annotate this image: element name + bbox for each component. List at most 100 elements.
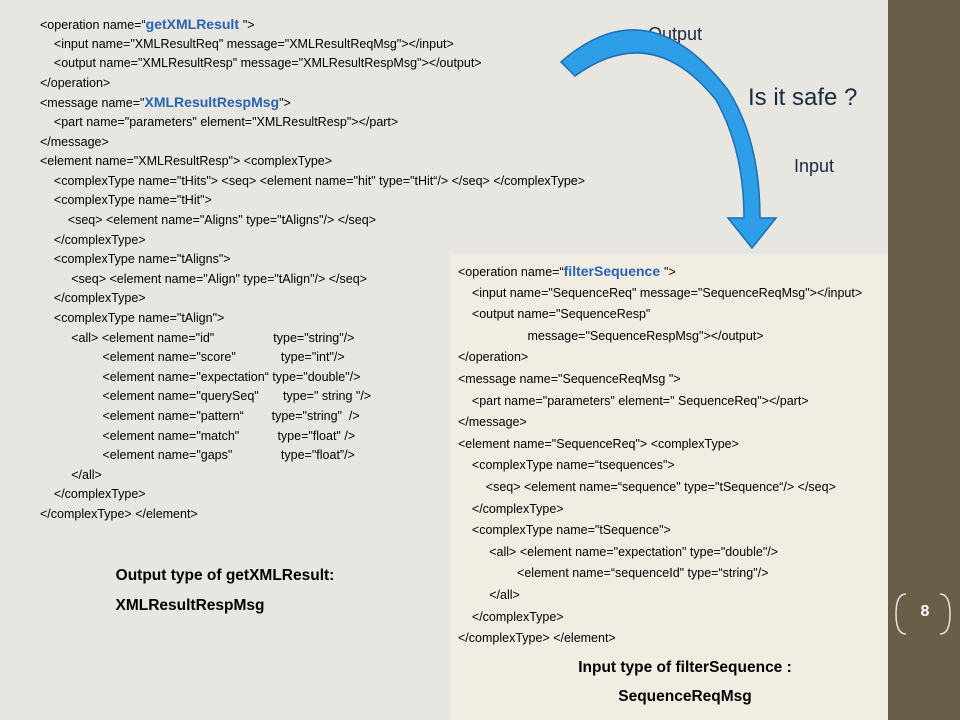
- code-text: <operation name=“: [40, 18, 146, 32]
- code-text: <complexType name="tSequence">: [458, 523, 671, 538]
- code-line: <input name="SequenceReq" message="Seque…: [458, 286, 862, 301]
- code-text: <element name=“sequenceId" type=“string"…: [458, 566, 769, 581]
- code-text: </complexType>: [458, 609, 564, 624]
- left-caption-line-1: Output type of getXMLResult:: [115, 567, 335, 584]
- code-line: <element name="match" type="float" />: [40, 428, 356, 444]
- code-text: <element name="expectation“ type="double…: [40, 369, 361, 384]
- code-line: <output name="XMLResultResp" message="XM…: [40, 56, 482, 71]
- right-caption-line-2: SequenceReqMsg: [618, 688, 752, 705]
- code-line: <part name="parameters" element="XMLResu…: [40, 115, 398, 130]
- code-line: <input name="XMLResultReq" message="XMLR…: [40, 37, 454, 52]
- code-text: </message>: [458, 415, 527, 430]
- input-label: Input: [794, 156, 835, 176]
- code-text: </operation>: [458, 350, 529, 365]
- code-text: <complexType name="tHit">: [40, 193, 212, 208]
- code-text: <element name="gaps" type="float”/>: [40, 448, 355, 463]
- code-line: <all> <element name="id" type="string"/>: [40, 331, 354, 346]
- page-number-brackets: [895, 593, 951, 635]
- code-text: <seq> <element name=“sequence" type="tSe…: [458, 480, 836, 494]
- curved-arrow-icon: [559, 29, 778, 250]
- code-line: </message>: [40, 135, 109, 150]
- code-line: <seq> <element name="Align" type="tAlign…: [40, 272, 367, 287]
- page-number: 8: [920, 603, 930, 620]
- code-text: <all> <element name="expectation" type="…: [458, 544, 779, 559]
- highlighted-name: XMLResultRespMsg: [144, 94, 280, 111]
- code-line: </operation>: [40, 76, 110, 91]
- highlighted-name: getXMLResult: [145, 16, 243, 32]
- code-line: <element name="expectation“ type="double…: [40, 369, 361, 385]
- code-text: <element name="match" type="float" />: [40, 428, 356, 443]
- code-text: <part name="parameters" element="XMLResu…: [40, 115, 399, 129]
- code-text: <complexType name="tHits"> <seq> <elemen…: [40, 173, 586, 188]
- code-line: <all> <element name="expectation" type="…: [458, 545, 778, 560]
- code-text: <output name="XMLResultResp" message="XM…: [40, 56, 482, 71]
- code-line: <element name="XMLResultResp"> <complexT…: [40, 154, 332, 169]
- code-text: <message name=": [40, 96, 145, 111]
- code-text: </complexType> </element>: [458, 631, 616, 646]
- code-text: ">: [242, 18, 255, 32]
- code-text: <operation name=“: [458, 265, 564, 279]
- code-line: <seq> <element name="Aligns" type="tAlig…: [40, 213, 376, 228]
- code-line: </complexType>: [40, 291, 146, 306]
- code-text: <complexType name="tAlign">: [40, 311, 225, 325]
- code-text: <input name="SequenceReq" message="Seque…: [458, 285, 863, 300]
- code-text: </all>: [40, 467, 102, 482]
- code-line: <element name="SequenceReq"> <complexTyp…: [458, 437, 739, 452]
- code-text: <element name="pattern“ type="string" />: [40, 409, 360, 423]
- code-line: <operation name=“getXMLResult ">: [40, 17, 255, 33]
- highlighted-name: filterSequence: [563, 263, 665, 279]
- code-text: <complexType name=“tsequences">: [458, 458, 675, 473]
- code-text: </complexType>: [40, 232, 146, 247]
- code-text: </complexType>: [458, 501, 564, 516]
- code-text: <element name="XMLResultResp"> <complexT…: [40, 154, 333, 169]
- code-line: </complexType> </element>: [40, 507, 198, 522]
- code-text: </complexType> </element>: [40, 507, 198, 521]
- code-text: <message name="SequenceReqMsg ">: [458, 372, 681, 386]
- code-line: </all>: [458, 588, 520, 603]
- code-line: <complexType name="tHits"> <seq> <elemen…: [40, 174, 585, 189]
- code-line: <message name="SequenceReqMsg ">: [458, 372, 681, 387]
- code-line: </complexType>: [40, 233, 146, 248]
- code-line: <complexType name="tAlign">: [40, 311, 224, 326]
- code-text: </message>: [40, 134, 109, 149]
- code-text: message="SequenceRespMsg"></output>: [458, 328, 764, 343]
- code-line: </message>: [458, 415, 527, 430]
- code-line: <element name="gaps" type="float”/>: [40, 448, 355, 463]
- code-text: <complexType name="tAligns">: [40, 252, 231, 267]
- code-line: <element name=“sequenceId" type=“string"…: [458, 566, 768, 581]
- code-line: </complexType>: [40, 487, 146, 502]
- code-line: <complexType name="tSequence">: [458, 523, 671, 538]
- code-line: </all>: [40, 468, 102, 483]
- code-text: </all>: [458, 588, 520, 602]
- code-text: <part name="parameters" element=" Sequen…: [458, 393, 809, 408]
- safety-question: Is it safe ?: [748, 84, 858, 111]
- code-line: <seq> <element name=“sequence" type="tSe…: [458, 480, 836, 495]
- code-text: ">: [664, 265, 676, 279]
- code-text: <element name="querySeq" type=" string "…: [40, 389, 372, 404]
- code-text: <element name="SequenceReq"> <complexTyp…: [458, 436, 739, 451]
- code-line: <element name="pattern“ type="string" />: [40, 409, 360, 424]
- code-text: <all> <element name="id" type="string"/>: [40, 330, 355, 345]
- code-line: </operation>: [458, 350, 528, 365]
- code-line: <part name="parameters" element=" Sequen…: [458, 394, 809, 409]
- code-line: <complexType name="tHit">: [40, 193, 212, 208]
- code-line: <element name="score" type="int"/>: [40, 350, 345, 365]
- code-text: </operation>: [40, 75, 111, 90]
- code-line: </complexType> </element>: [458, 631, 616, 646]
- code-text: <seq> <element name="Align" type="tAlign…: [40, 271, 367, 286]
- code-text: <element name="score" type="int"/>: [40, 350, 345, 365]
- left-caption-line-2: XMLResultRespMsg: [115, 597, 265, 614]
- code-line: <message name="XMLResultRespMsg">: [40, 95, 291, 111]
- code-text: ">: [279, 96, 291, 111]
- code-line: <operation name=“filterSequence ">: [458, 264, 676, 280]
- code-text: <input name="XMLResultReq" message="XMLR…: [40, 36, 454, 51]
- code-text: </complexType>: [40, 291, 146, 306]
- code-line: message="SequenceRespMsg"></output>: [458, 328, 764, 344]
- code-line: <complexType name=“tsequences">: [458, 458, 675, 473]
- right-caption-line-1: Input type of filterSequence :: [578, 659, 792, 676]
- code-line: </complexType>: [458, 502, 564, 517]
- code-line: <output name="SequenceResp": [458, 307, 650, 322]
- code-line: </complexType>: [458, 610, 564, 625]
- code-line: <element name="querySeq" type=" string "…: [40, 389, 372, 404]
